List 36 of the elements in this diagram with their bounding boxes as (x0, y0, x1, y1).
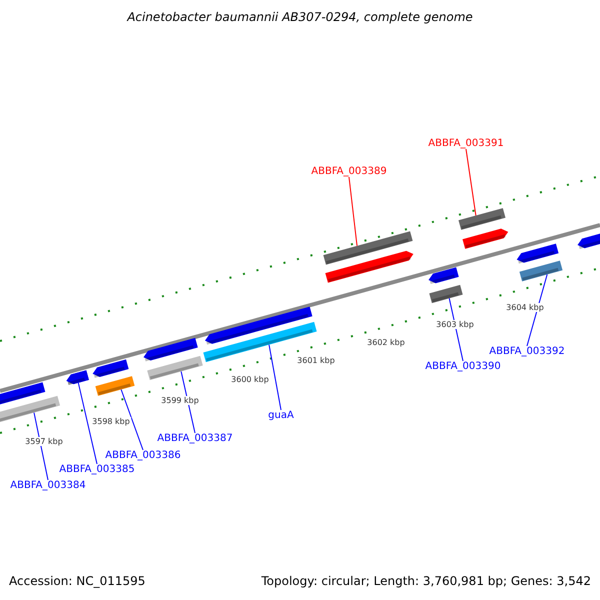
gene-label: ABBFA_003391 (428, 138, 504, 149)
gene-label: ABBFA_003389 (311, 166, 387, 177)
scale-label: 3603 kbp (435, 320, 475, 329)
leader-line (268, 344, 282, 410)
gene-bar (0, 396, 60, 424)
gene-label: ABBFA_003390 (425, 361, 501, 372)
gene-label: ABBFA_003386 (105, 450, 181, 461)
gene-label: ABBFA_003392 (489, 346, 565, 357)
gene-label: ABBFA_003385 (59, 464, 135, 475)
gene-bar (323, 231, 413, 265)
genome-stats-text: Topology: circular; Length: 3,760,981 bp; Genes: 3,542 (261, 574, 591, 588)
scale-label: 3597 kbp (24, 437, 64, 446)
scale-label: 3598 kbp (91, 417, 131, 426)
gene-label: guaA (268, 410, 294, 421)
gene-bar (519, 260, 563, 282)
scale-label: 3602 kbp (366, 338, 406, 347)
scale-label: 3600 kbp (230, 375, 270, 384)
scale-label: 3601 kbp (296, 356, 336, 365)
gene-label: ABBFA_003384 (10, 480, 86, 491)
leader-line (348, 176, 358, 246)
leader-line (466, 148, 476, 216)
scale-label: 3604 kbp (505, 303, 545, 312)
leader-line (120, 389, 144, 450)
gene-label: ABBFA_003387 (157, 433, 233, 444)
leader-line (78, 382, 98, 464)
gene-bar (429, 284, 463, 304)
leader-line (526, 274, 548, 346)
scale-label: 3599 kbp (160, 396, 200, 405)
map-title: Acinetobacter baumannii AB307-0294, complete genome (126, 10, 474, 24)
gene-bar (203, 322, 317, 362)
gene-bar (147, 356, 203, 380)
leader-line (180, 371, 196, 434)
gene-bar (458, 208, 506, 230)
accession-text: Accession: NC_011595 (9, 574, 146, 588)
gene-bar (95, 376, 135, 396)
leader-line (34, 412, 48, 480)
